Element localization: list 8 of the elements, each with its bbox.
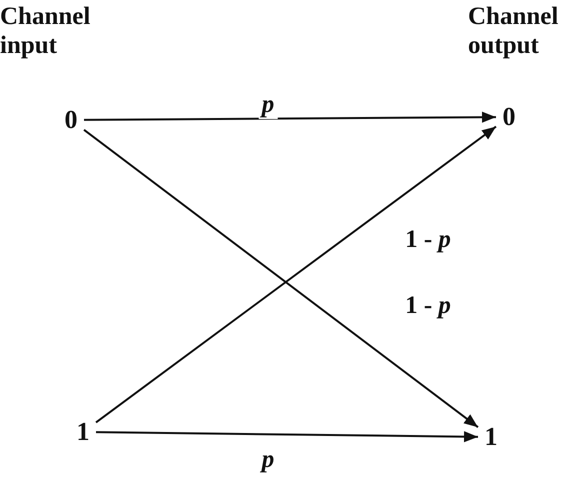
symbol-label: 0 — [58, 103, 84, 137]
symbol-label: 0 — [496, 100, 522, 134]
arrow — [96, 431, 478, 442]
symbol-label: 1 — [70, 415, 96, 449]
column-heading: Channel output — [468, 2, 560, 60]
arrow — [84, 112, 496, 123]
symbol-label: 1 — [478, 420, 504, 454]
column-heading: Channel input — [0, 2, 92, 60]
